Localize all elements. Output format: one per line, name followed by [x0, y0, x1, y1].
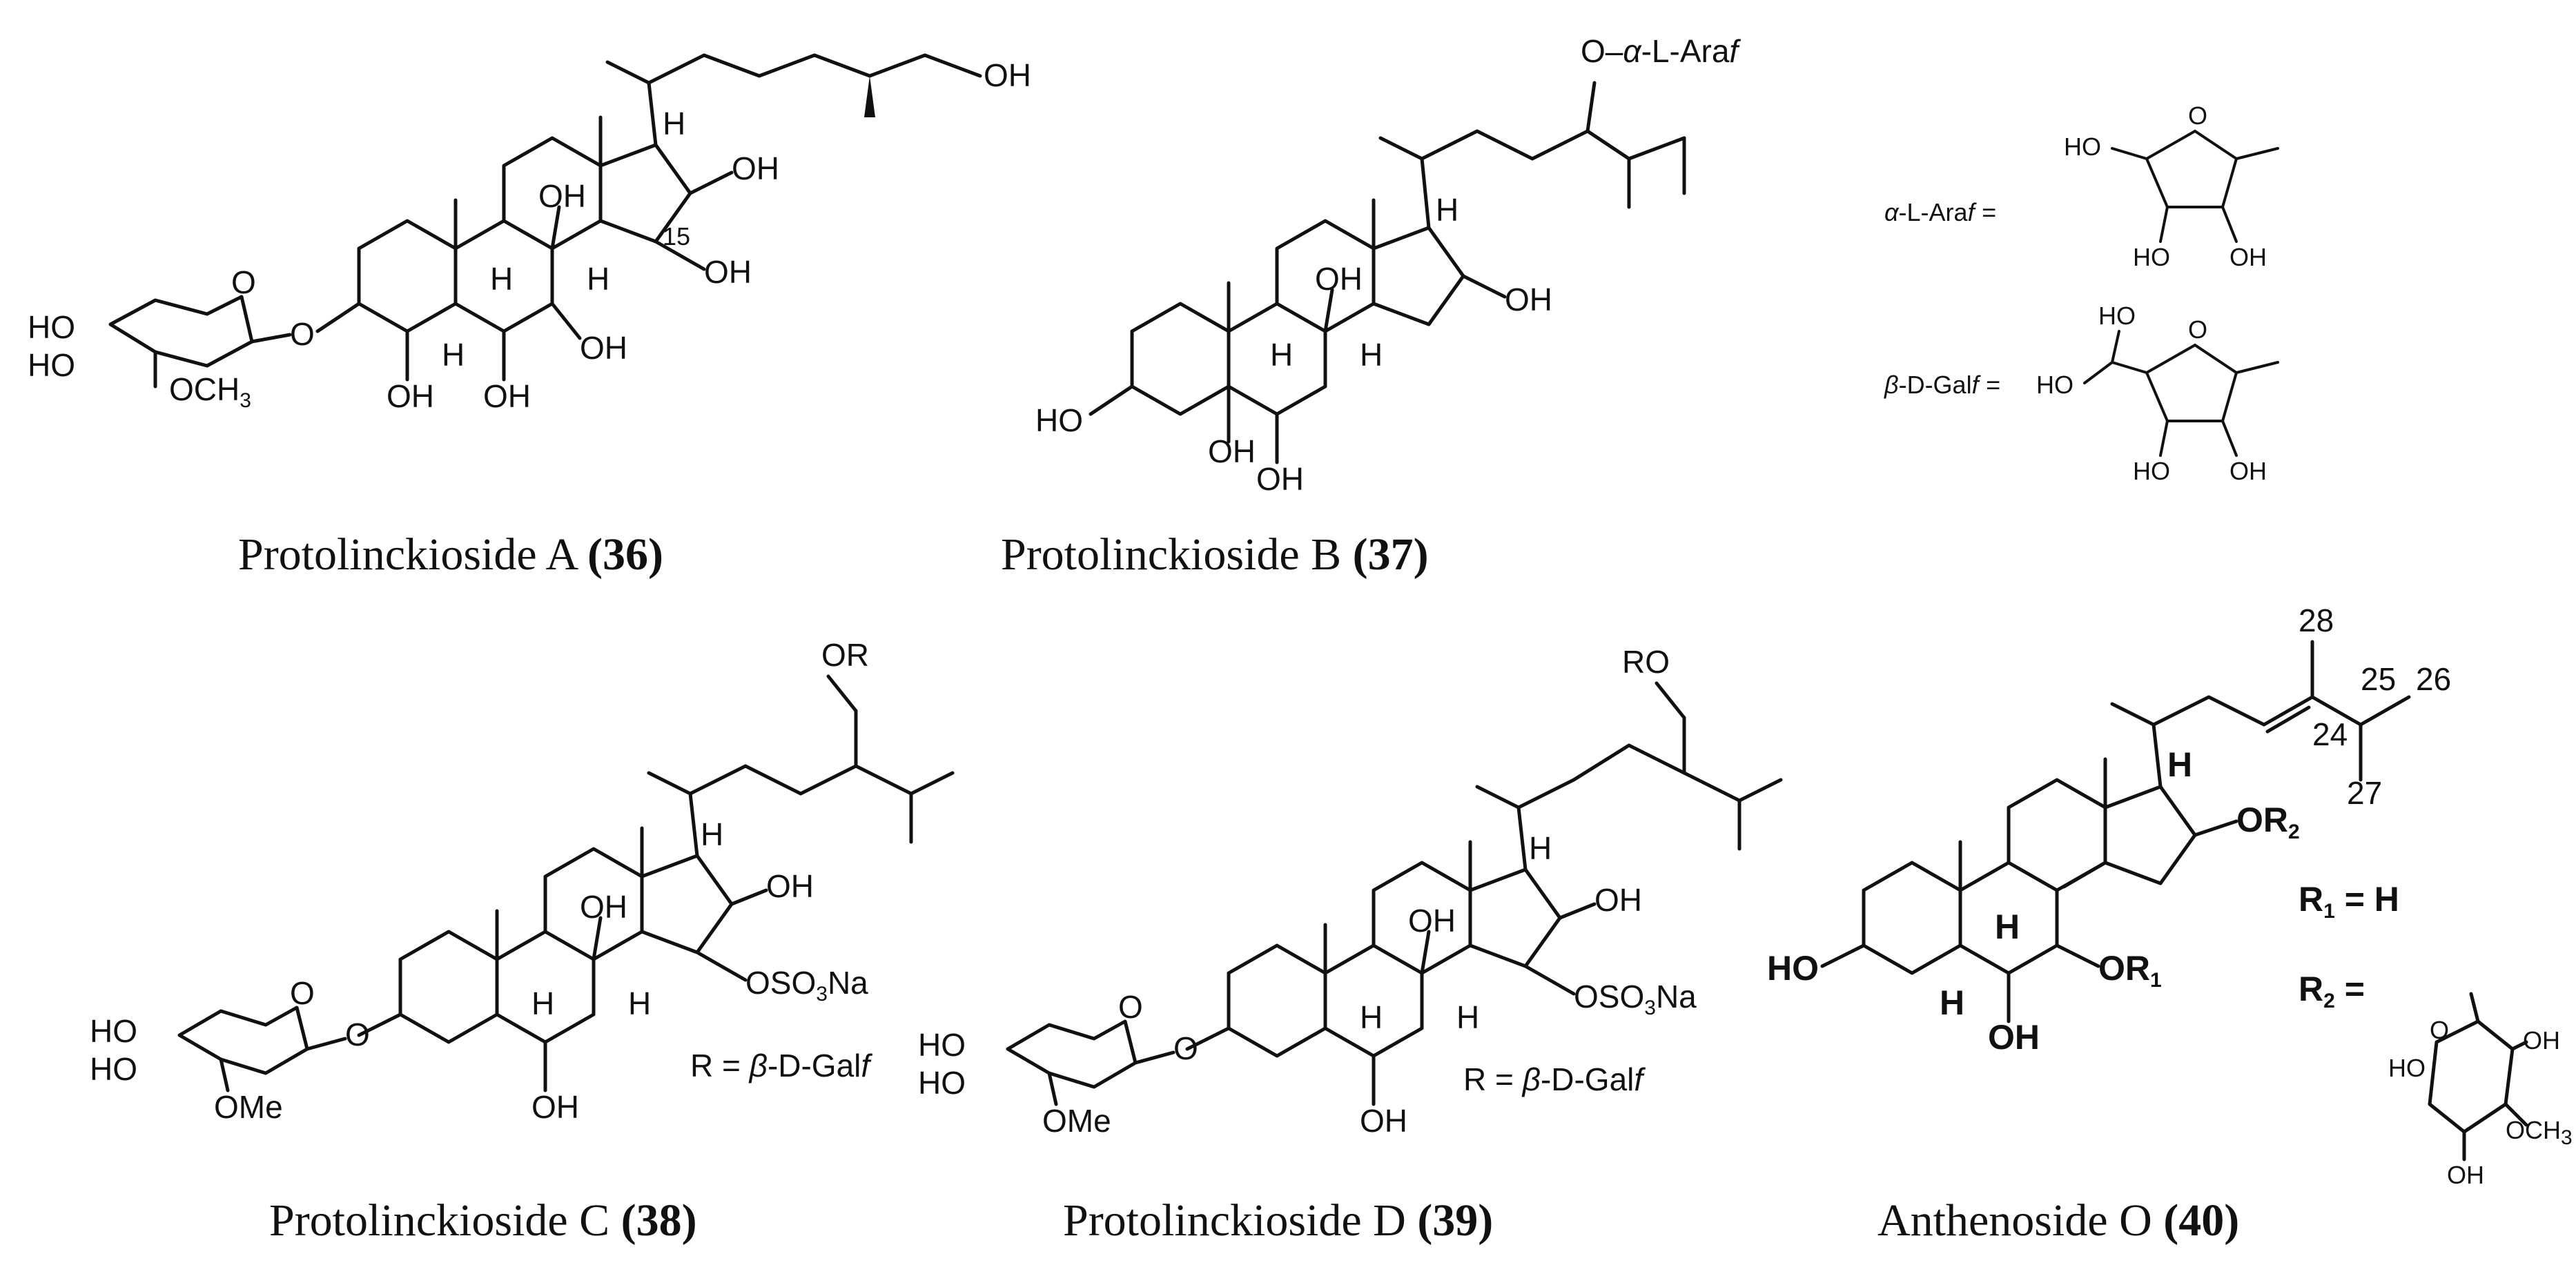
r-definition: R = β-D-Galf: [1463, 1061, 1646, 1097]
ho-label: HO: [90, 1013, 137, 1049]
oh-label: OH: [1360, 1103, 1407, 1139]
h-label: H: [1529, 830, 1552, 866]
ho-label: HO: [2133, 243, 2170, 271]
galactofuranose-definition: β-D-Galf =: [1884, 371, 2000, 399]
oh-label: OH: [2447, 1161, 2484, 1189]
or2-label: OR2: [2236, 801, 2300, 843]
oh-label: OH: [483, 378, 531, 414]
structure-protolinckioside-c: OR H OH OH OSO3Na H H OH O O HO HO OMe R…: [90, 637, 955, 1125]
ring-oxygen: O: [2188, 315, 2207, 344]
h-label: H: [2167, 745, 2192, 784]
sulfate-label: OSO3Na: [745, 965, 868, 1006]
h-label: H: [490, 261, 513, 297]
ho-label: HO: [1767, 949, 1819, 988]
structure-protolinckioside-a: OH OH OH H OH OH OH OH H H H 15 O O HO H…: [28, 53, 1031, 414]
r-definition: R = β-D-Galf: [690, 1048, 872, 1083]
caption-37: Protolinckioside B (37): [1001, 529, 1429, 580]
structure-protolinckioside-b: O–α-L-Araf H OH OH H H OH OH HO: [1035, 33, 1741, 497]
oh-label: OH: [531, 1089, 579, 1125]
caption-40: Anthenoside O (40): [1877, 1195, 2239, 1246]
ring-oxygen: O: [2188, 101, 2207, 130]
r1-definition: R1 = H: [2299, 880, 2399, 923]
carbon-24-label: 24: [2312, 716, 2348, 752]
caption-38: Protolinckioside C (38): [269, 1195, 697, 1246]
oh-label: OH: [1988, 1018, 2040, 1057]
ho-label: HO: [1035, 402, 1083, 438]
h-label: H: [1940, 983, 1964, 1022]
h-label: H: [1270, 337, 1293, 373]
ho-label: HO: [2388, 1054, 2426, 1082]
carbon-28-label: 28: [2299, 602, 2334, 638]
oh-label: OH: [1315, 261, 1363, 297]
oh-label: OH: [2229, 243, 2267, 271]
ho-label: HO: [2036, 371, 2074, 399]
oh-label: OH: [766, 868, 814, 904]
carbon-27-label: 27: [2347, 775, 2382, 811]
h-label: H: [1436, 192, 1458, 228]
ring-oxygen: O: [290, 316, 315, 352]
ho-label: HO: [2098, 302, 2136, 330]
carbon-15-label: 15: [663, 222, 690, 251]
caption-39: Protolinckioside D (39): [1063, 1195, 1493, 1246]
structure-protolinckioside-d: RO H OH OH OSO3Na H H OH O O HO HO OMe R…: [918, 644, 1783, 1139]
oh-label: OH: [1256, 461, 1304, 497]
oh-label: OH: [1408, 903, 1456, 939]
oh-label: OH: [2523, 1026, 2560, 1055]
oh-label: OH: [1505, 282, 1552, 317]
ho-label: HO: [918, 1065, 966, 1101]
oh-label: OH: [580, 889, 627, 925]
caption-36: Protolinckioside A (36): [238, 529, 663, 580]
structure-anthenoside-o: 28 24 25 26 27 H OR2 H OR1 H OH HO R1 = …: [1767, 602, 2573, 1189]
methoxy-label: OCH3: [169, 371, 251, 412]
carbon-25-label: 25: [2361, 661, 2396, 697]
oh-label: OH: [704, 254, 752, 290]
ho-label: HO: [28, 309, 75, 345]
ro-label: RO: [1622, 644, 1670, 680]
ho-label: HO: [2133, 457, 2170, 485]
h-label: H: [1995, 908, 2020, 946]
ring-oxygen: O: [1173, 1030, 1198, 1066]
oh-label: OH: [387, 378, 434, 414]
sulfate-label: OSO3Na: [1574, 979, 1697, 1019]
h-label: H: [628, 985, 651, 1021]
ho-label: HO: [90, 1051, 137, 1087]
oh-label: OH: [732, 150, 779, 186]
or1-label: OR1: [2098, 949, 2162, 992]
h-label: H: [1360, 999, 1383, 1035]
o-arabinofuranoside-label: O–α-L-Araf: [1581, 33, 1741, 69]
ring-oxygen: O: [290, 975, 315, 1011]
h-label: H: [442, 337, 465, 373]
oh-label: OH: [1208, 433, 1256, 469]
ho-label: HO: [2064, 133, 2101, 161]
ring-oxygen: O: [1118, 989, 1143, 1025]
h-label: H: [663, 106, 685, 141]
h-label: H: [531, 985, 554, 1021]
h-label: H: [587, 261, 609, 297]
ring-oxygen: O: [231, 264, 256, 300]
ring-oxygen: O: [345, 1017, 370, 1052]
carbon-26-label: 26: [2416, 661, 2451, 697]
ho-label: HO: [28, 347, 75, 383]
oh-label: OH: [1594, 882, 1642, 918]
arabinofuranose-definition: α-L-Araf =: [1884, 198, 1996, 226]
r2-definition: R2 =: [2299, 970, 2365, 1012]
methoxy-label: OCH3: [2506, 1116, 2573, 1149]
ho-label: HO: [918, 1027, 966, 1063]
oh-label: OH: [538, 178, 586, 214]
or-label: OR: [821, 637, 869, 673]
oh-label: OH: [580, 330, 627, 366]
oh-label: OH: [984, 57, 1031, 93]
h-label: H: [1360, 337, 1383, 373]
ome-label: OMe: [214, 1089, 283, 1125]
ome-label: OMe: [1042, 1103, 1111, 1139]
sugar-definitions: α-L-Araf = HO O HO OH β-D-Galf = HO HO O…: [1884, 101, 2279, 485]
ring-oxygen: O: [2430, 1016, 2449, 1044]
oh-label: OH: [2229, 457, 2267, 485]
h-label: H: [1456, 999, 1479, 1035]
h-label: H: [701, 816, 723, 852]
